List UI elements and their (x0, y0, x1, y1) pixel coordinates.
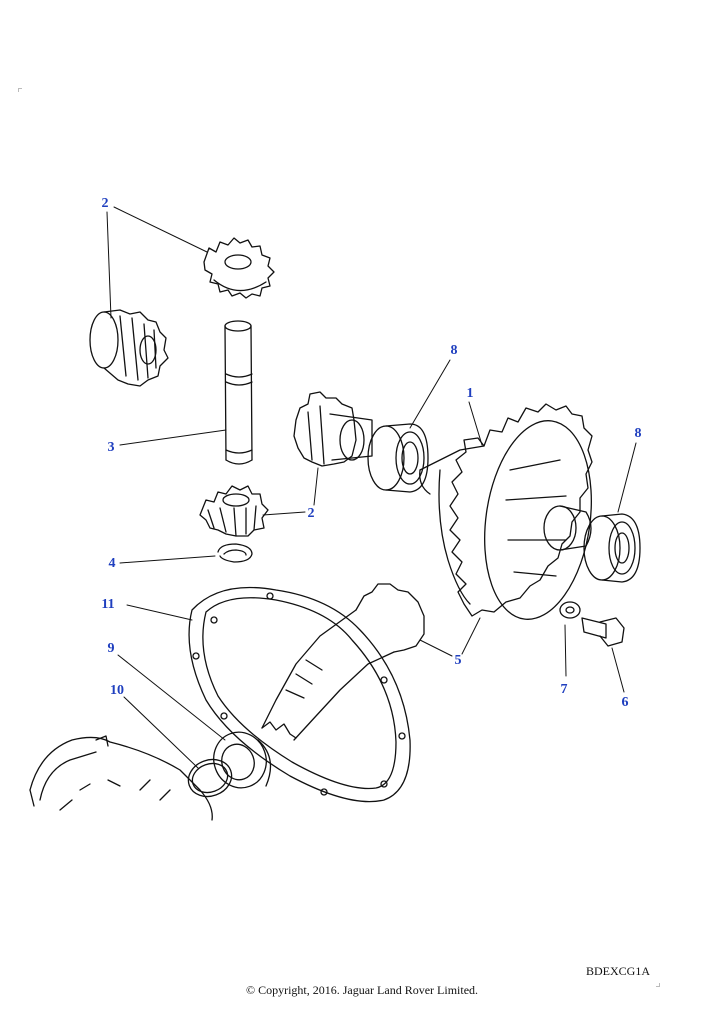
axle-housing (29, 735, 213, 821)
copyright-notice: © Copyright, 2016. Jaguar Land Rover Lim… (245, 983, 479, 997)
callout-side-gear-top[interactable]: 2 (101, 196, 109, 211)
pinion-gear-centre (293, 391, 373, 467)
callout-gasket[interactable]: 11 (101, 597, 115, 612)
callout-bolt[interactable]: 6 (621, 695, 629, 710)
callout-side-gear-bottom[interactable]: 2 (307, 506, 315, 521)
bearing-left (367, 423, 429, 493)
side-gear-bottom (199, 485, 269, 537)
bearing-right (583, 513, 641, 583)
callout-oil-seal[interactable]: 9 (107, 641, 115, 656)
callout-o-ring[interactable]: 10 (110, 683, 124, 698)
leader-lines (106, 206, 637, 769)
pinion-gear-left (89, 309, 169, 387)
oil-seal (213, 731, 272, 789)
callout-cross-shaft[interactable]: 3 (107, 440, 115, 455)
illustration-code: BDEXCG1A (585, 964, 650, 978)
corner-mark-top-left (18, 88, 22, 92)
washer (559, 601, 581, 619)
callout-washer[interactable]: 7 (560, 682, 568, 697)
callout-circlip[interactable]: 4 (108, 556, 116, 571)
o-ring (187, 758, 233, 798)
callout-drive-pinion[interactable]: 5 (454, 653, 462, 668)
gasket (188, 586, 411, 803)
differential-carrier (419, 403, 593, 620)
callout-bearing-right[interactable]: 8 (634, 426, 642, 441)
cross-shaft (224, 320, 253, 465)
side-gear-top (203, 237, 275, 299)
bolt (581, 617, 625, 647)
callout-bearing-left[interactable]: 8 (450, 343, 458, 358)
callout-differential-carrier[interactable]: 1 (466, 386, 474, 401)
drive-pinion (261, 583, 425, 741)
circlip (217, 543, 253, 563)
